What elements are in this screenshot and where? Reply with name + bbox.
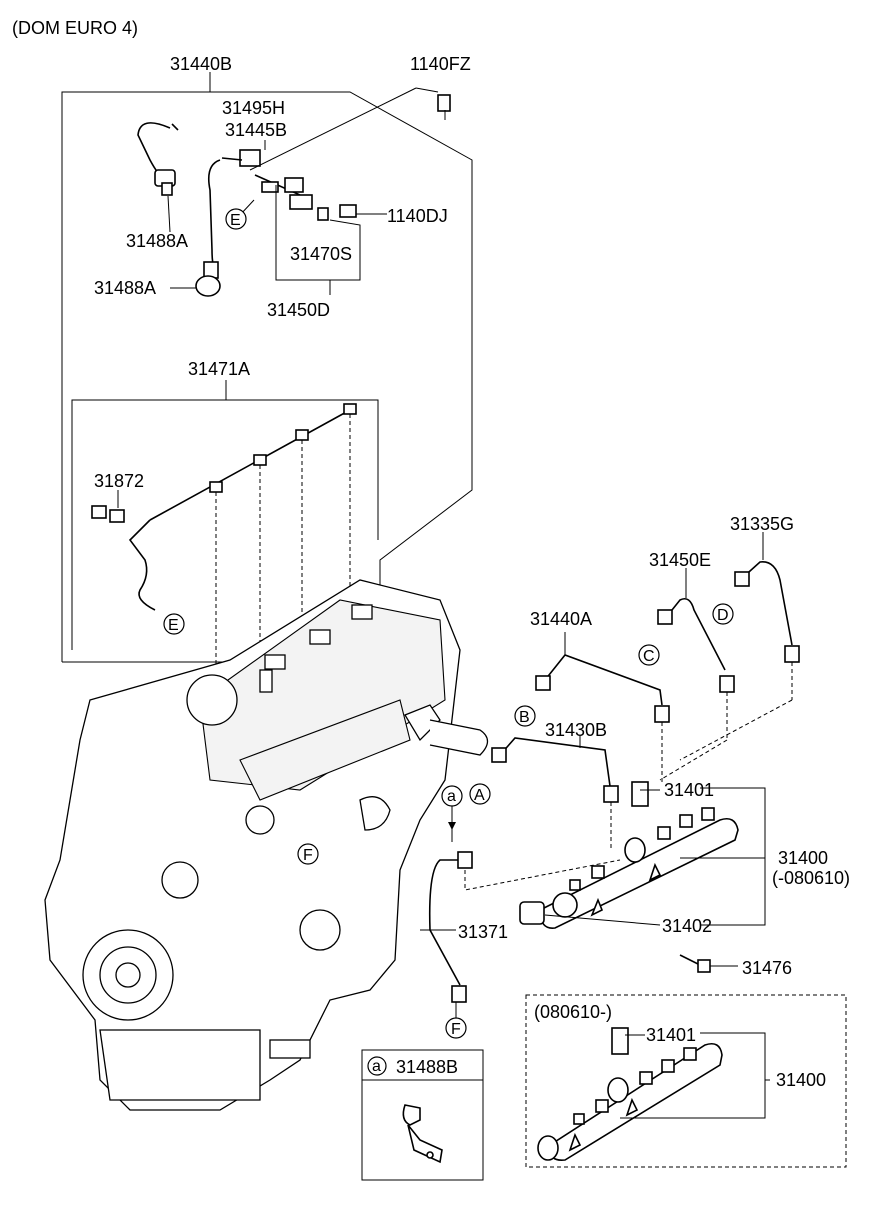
frame-31471A [71, 380, 379, 650]
label-31440A[interactable]: 31440A [530, 609, 592, 629]
marker-D-text: D [717, 607, 729, 624]
label-31445B[interactable]: 31445B [225, 120, 287, 140]
marker-E-bot [163, 613, 185, 635]
leaders-top [167, 87, 439, 295]
marker-E-bot-text: E [168, 617, 179, 634]
label-31872[interactable]: 31872 [94, 471, 144, 491]
label-31371[interactable]: 31371 [458, 922, 508, 942]
label-31488B[interactable]: 31488B [396, 1057, 458, 1077]
label-31400[interactable]: 31400 [778, 848, 828, 868]
inset-frame [525, 994, 847, 1168]
label-31471A[interactable]: 31471A [188, 359, 250, 379]
hp-lines [420, 532, 800, 1003]
return-hose-assembly [137, 94, 451, 297]
label-inset-31401[interactable]: 31401 [646, 1025, 696, 1045]
inset-rail [537, 1027, 723, 1162]
box-marker-a-text: a [372, 1058, 381, 1075]
marker-B-text: B [519, 709, 530, 726]
label-31402[interactable]: 31402 [662, 916, 712, 936]
variant-label: (DOM EURO 4) [12, 18, 138, 38]
marker-E-top [225, 208, 247, 230]
label-31450D[interactable]: 31450D [267, 300, 330, 320]
label-1140DJ[interactable]: 1140DJ [387, 206, 448, 226]
arrow-a [448, 822, 456, 830]
leaders-inset [620, 1032, 766, 1119]
engine-block [44, 579, 489, 1111]
label-31476[interactable]: 31476 [742, 958, 792, 978]
marker-E-top-text: E [230, 212, 241, 229]
frame-31440B [61, 72, 473, 663]
clip-31488B [402, 1104, 443, 1164]
marker-F-engine-text: F [303, 847, 313, 864]
label-31401[interactable]: 31401 [664, 780, 714, 800]
label-31488A-bot[interactable]: 31488A [94, 278, 156, 298]
label-31450E[interactable]: 31450E [649, 550, 711, 570]
label-31335G[interactable]: 31335G [730, 514, 794, 534]
marker-F-line-text: F [451, 1021, 461, 1038]
box-marker-a [367, 1056, 387, 1076]
leak-off-line [91, 403, 357, 690]
label-31430B[interactable]: 31430B [545, 720, 607, 740]
leaders-rail [544, 787, 766, 967]
label-inset-31400[interactable]: 31400 [776, 1070, 826, 1090]
marker-A-text: A [474, 787, 485, 804]
marker-B [514, 705, 536, 727]
common-rail [519, 781, 739, 973]
marker-F-engine [297, 843, 319, 865]
label-31470S[interactable]: 31470S [290, 244, 352, 264]
label-31440B[interactable]: 31440B [170, 54, 232, 74]
inset-period: (080610-) [534, 1002, 612, 1022]
label-31495H[interactable]: 31495H [222, 98, 285, 118]
box-31488B [361, 1049, 484, 1181]
marker-C-text: C [643, 648, 655, 665]
label-31488A-top[interactable]: 31488A [126, 231, 188, 251]
marker-D [712, 603, 734, 625]
label-31400-note: (-080610) [772, 868, 850, 888]
marker-a-text: a [447, 788, 456, 805]
marker-C [638, 644, 660, 666]
marker-A [469, 783, 491, 805]
label-1140FZ[interactable]: 1140FZ [410, 54, 471, 74]
